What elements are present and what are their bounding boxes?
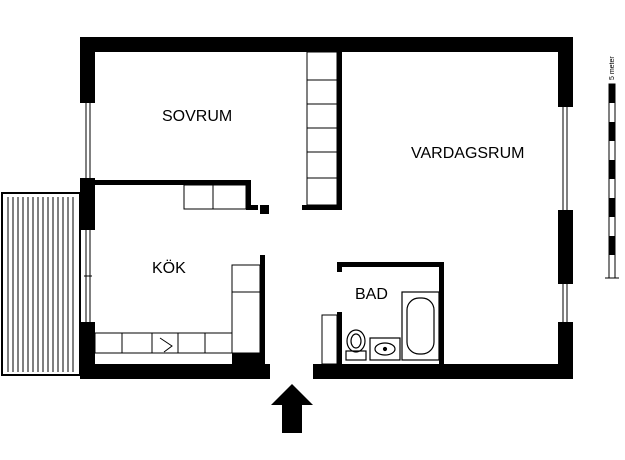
scale-bar-segments	[609, 84, 615, 255]
room-label-bathroom: BAD	[355, 286, 388, 303]
window-bedroom	[85, 103, 91, 178]
room-label-living-room: VARDAGSRUM	[411, 145, 525, 162]
kitchen-side-counter	[231, 264, 261, 354]
kitchen-upper-cabinets	[183, 184, 247, 210]
window-living-room-upper	[562, 107, 568, 210]
balcony	[1, 192, 81, 376]
interior-walls	[80, 52, 444, 364]
toilet	[345, 329, 367, 361]
bathtub	[401, 291, 440, 361]
room-label-bedroom: SOVRUM	[162, 108, 232, 125]
bathroom-cabinet	[321, 314, 338, 365]
arrow-up-icon	[271, 384, 313, 433]
balcony-decking	[7, 197, 74, 372]
scale-bar: 5 meter	[605, 56, 619, 279]
scale-bar-label: 5 meter	[609, 56, 616, 80]
window-living-room-lower	[562, 284, 568, 322]
room-label-kitchen: KÖK	[152, 259, 186, 277]
kitchen-appliance	[232, 353, 260, 364]
windows	[84, 103, 568, 322]
balcony-door	[84, 230, 92, 322]
washbasin	[369, 337, 401, 361]
wardrobe	[306, 51, 338, 206]
outer-walls	[80, 37, 573, 379]
kitchen-counter	[94, 332, 233, 354]
